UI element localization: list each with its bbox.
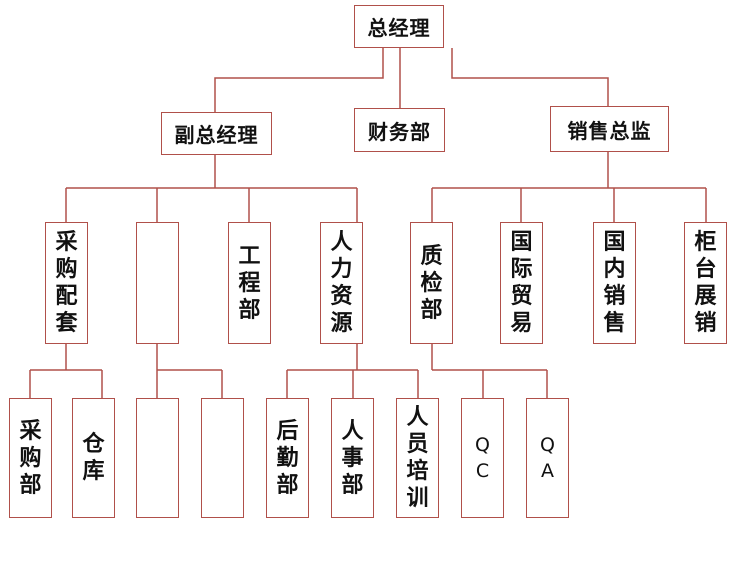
node-personnel: 人事部 <box>331 398 374 518</box>
node-counter-sales: 柜台展销 <box>684 222 727 344</box>
node-ceo: 总经理 <box>354 5 444 48</box>
node-procurement-label: 采购配套 <box>55 230 78 336</box>
node-personnel-label: 人事部 <box>341 418 364 498</box>
node-logistics-label: 后勤部 <box>276 418 299 498</box>
node-qa: QA <box>526 398 569 518</box>
node-engineering: 工程部 <box>228 222 271 344</box>
node-vp: 副总经理 <box>161 112 272 155</box>
node-intl-trade: 国际贸易 <box>500 222 543 344</box>
node-domestic-sales: 国内销售 <box>593 222 636 344</box>
node-unnamed-dept <box>136 222 179 344</box>
node-warehouse: 仓库 <box>72 398 115 518</box>
node-ceo-label: 总经理 <box>367 16 431 40</box>
node-qa-label: QA <box>540 434 555 482</box>
node-blank-unit-1 <box>136 398 179 518</box>
node-purchasing-label: 采购部 <box>19 418 42 498</box>
connector-ceo-vp <box>214 48 384 112</box>
node-sales-director: 销售总监 <box>550 106 669 152</box>
node-domestic-sales-label: 国内销售 <box>603 230 626 336</box>
node-logistics: 后勤部 <box>266 398 309 518</box>
node-training-label: 人员培训 <box>406 405 429 511</box>
node-qc-label: QC <box>475 434 490 482</box>
node-hr-label: 人力资源 <box>330 230 353 336</box>
node-vp-label: 副总经理 <box>174 123 259 147</box>
connector-ceo-sales <box>451 48 609 106</box>
node-purchasing: 采购部 <box>9 398 52 518</box>
node-engineering-label: 工程部 <box>238 243 261 323</box>
node-sales-director-label: 销售总监 <box>567 118 652 143</box>
node-qc-dept: 质检部 <box>410 222 453 344</box>
node-blank-unit-2 <box>201 398 244 518</box>
node-qc: QC <box>461 398 504 518</box>
node-warehouse-label: 仓库 <box>82 432 105 484</box>
node-finance-label: 财务部 <box>368 119 431 144</box>
node-hr: 人力资源 <box>320 222 363 344</box>
node-procurement: 采购配套 <box>45 222 88 344</box>
node-intl-trade-label: 国际贸易 <box>510 230 533 336</box>
node-finance: 财务部 <box>354 108 445 152</box>
node-qc-dept-label: 质检部 <box>420 243 443 323</box>
node-training: 人员培训 <box>396 398 439 518</box>
node-counter-sales-label: 柜台展销 <box>694 230 717 336</box>
